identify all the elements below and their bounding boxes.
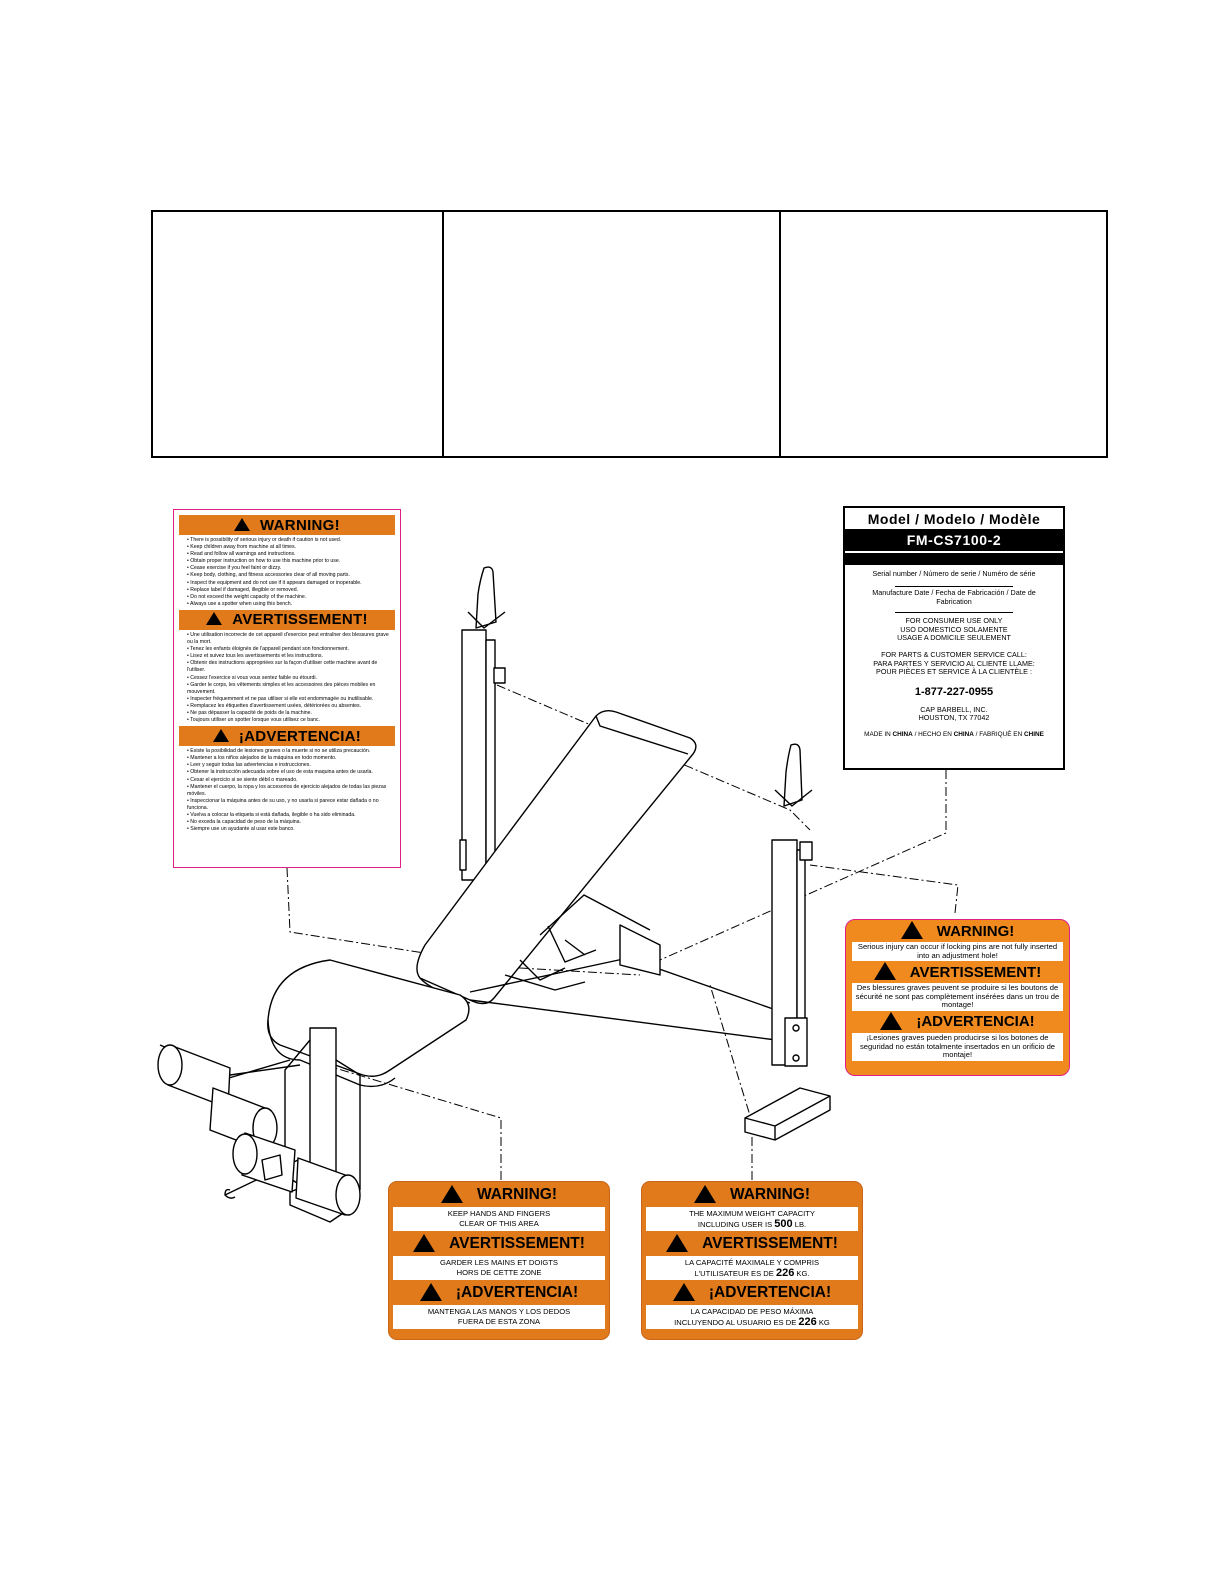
date-line (895, 612, 1013, 614)
company-name: CAP BARBELL, INC. (920, 704, 988, 714)
phone-number: 1-877-227-0955 (914, 685, 994, 698)
warning-header: WARNING! (852, 920, 1063, 942)
warning-item: Read and follow all warnings and instruc… (187, 551, 395, 558)
warning-triangle-icon (419, 1282, 442, 1301)
warning-item: Inspect the equipment and do not use if … (187, 580, 395, 587)
header-cell (153, 212, 444, 456)
pins-text-en: Serious injury can occur if locking pins… (852, 942, 1063, 962)
advertencia-header: ¡ADVERTENCIA! (646, 1280, 858, 1305)
company-city: HOUSTON, TX 77042 (918, 713, 990, 723)
warning-item: Une utilisation incorrecte de cet appare… (187, 632, 395, 646)
warning-item: Obtener la instrucción adecuada sobre el… (187, 769, 395, 776)
header-table (151, 210, 1108, 458)
warning-item: Existe la posibilidad de lesiones graves… (187, 748, 395, 755)
black-bar (845, 553, 1063, 565)
warning-item: Toujours utiliser un spotter lorsque vou… (187, 717, 395, 724)
warning-header: WARNING! (393, 1182, 605, 1207)
warning-item: Vuelva a colocar la etiqueta si está dañ… (187, 812, 395, 819)
warning-triangle-icon (672, 1282, 695, 1301)
locking-pins-warning-label: WARNING! Serious injury can occur if loc… (845, 919, 1070, 1076)
parts-service-en: FOR PARTS & CUSTOMER SERVICE CALL: (881, 650, 1027, 660)
warning-triangle-icon (880, 1011, 903, 1030)
consumer-use-es: USO DOMESTICO SOLAMENTE (900, 624, 1008, 634)
consumer-use-en: FOR CONSUMER USE ONLY (905, 616, 1003, 626)
warning-triangle-icon (212, 728, 229, 742)
avertissement-header: AVERTISSEMENT! (179, 609, 395, 630)
general-warning-label: WARNING! There is possibility of serious… (173, 509, 401, 868)
advertencia-header: ¡ADVERTENCIA! (852, 1011, 1063, 1033)
warning-item: Lisez et suivez tous les avertissements … (187, 653, 395, 660)
warning-item: Mantener a los niños alejados de la máqu… (187, 755, 395, 762)
warning-item: Remplacez les étiquettes d'avertissement… (187, 703, 395, 710)
warning-item: No exceda la capacidad de peso de la máq… (187, 819, 395, 826)
warning-item: There is possibility of serious injury o… (187, 537, 395, 544)
warning-list-fr: Une utilisation incorrecte de cet appare… (179, 632, 395, 724)
warning-item: Obtain proper instruction on how to use … (187, 558, 395, 565)
parts-service-fr: POUR PIÈCES ET SERVICE À LA CLIENTÈLE : (876, 667, 1032, 677)
advertencia-header: ¡ADVERTENCIA! (179, 726, 395, 747)
warning-header: WARNING! (646, 1182, 858, 1207)
warning-item: Cesar el ejercicio si se siente débil o … (187, 777, 395, 784)
parts-service-es: PARA PARTES Y SERVICIO AL CLIENTE LLAME: (873, 658, 1035, 668)
header-cell (444, 212, 781, 456)
model-number: FM-CS7100-2 (845, 529, 1063, 551)
model-label: Model / Modelo / Modèle FM-CS7100-2 Seri… (843, 506, 1065, 770)
warning-item: Cease exercise if you feel faint or dizz… (187, 565, 395, 572)
warning-item: Mantener el cuerpo, la ropa y los acceso… (187, 784, 395, 798)
warning-triangle-icon (666, 1233, 689, 1252)
made-in: MADE IN CHINA / HECHO EN CHINA / FABRIQU… (864, 731, 1044, 739)
warning-triangle-icon (693, 1184, 716, 1203)
warning-item: Ne pas dépasser la capacité de poids de … (187, 710, 395, 717)
serial-line (895, 586, 1013, 588)
warning-item: Replace label if damaged, illegible or r… (187, 587, 395, 594)
warning-item: Keep body, clothing, and fitness accesso… (187, 572, 395, 579)
consumer-use-fr: USAGE A DOMICILE SEULEMENT (897, 633, 1011, 643)
warning-list-es: Existe la posibilidad de lesiones graves… (179, 748, 395, 833)
warning-item: Inspecter fréquemment et ne pas utiliser… (187, 696, 395, 703)
warning-list-en: There is possibility of serious injury o… (179, 537, 395, 608)
warning-item: Cessez l'exercice si vous vous sentez fa… (187, 675, 395, 682)
warning-item: Leer y seguir todas las advertencias e i… (187, 762, 395, 769)
warning-triangle-icon (900, 921, 923, 939)
warning-item: Garder le corps, les vêtements simples e… (187, 682, 395, 696)
manufacture-date-label: Manufacture Date / Fecha de Fabricación … (872, 588, 1036, 606)
avertissement-header: AVERTISSEMENT! (393, 1231, 605, 1256)
warning-item: Tenez les enfants éloignés de l'appareil… (187, 646, 395, 653)
pins-text-es: ¡Lesiones graves pueden producirse si lo… (852, 1032, 1063, 1061)
warning-triangle-icon (413, 1233, 436, 1252)
warning-item: Siempre use un ayudante al usar este ban… (187, 826, 395, 833)
warning-triangle-icon (440, 1184, 463, 1203)
warning-triangle-icon (234, 517, 251, 531)
warning-triangle-icon (206, 612, 223, 626)
warning-item: Obtenir des instructions appropriées sur… (187, 660, 395, 674)
advertencia-header: ¡ADVERTENCIA! (393, 1280, 605, 1305)
model-title: Model / Modelo / Modèle (867, 511, 1041, 527)
warning-item: Keep children away from machine at all t… (187, 544, 395, 551)
warning-header: WARNING! (179, 515, 395, 535)
avertissement-header: AVERTISSEMENT! (646, 1231, 858, 1256)
warning-item: Inspeccionar la máquina antes de su uso,… (187, 798, 395, 812)
avertissement-header: AVERTISSEMENT! (852, 961, 1063, 983)
warning-item: Always use a spotter when using this ben… (187, 601, 395, 608)
pins-text-fr: Des blessures graves peuvent se produire… (852, 983, 1063, 1011)
serial-number-label: Serial number / Número de serie / Numéro… (872, 569, 1036, 578)
warning-item: Do not exceed the weight capacity of the… (187, 594, 395, 601)
warning-triangle-icon (873, 962, 896, 981)
